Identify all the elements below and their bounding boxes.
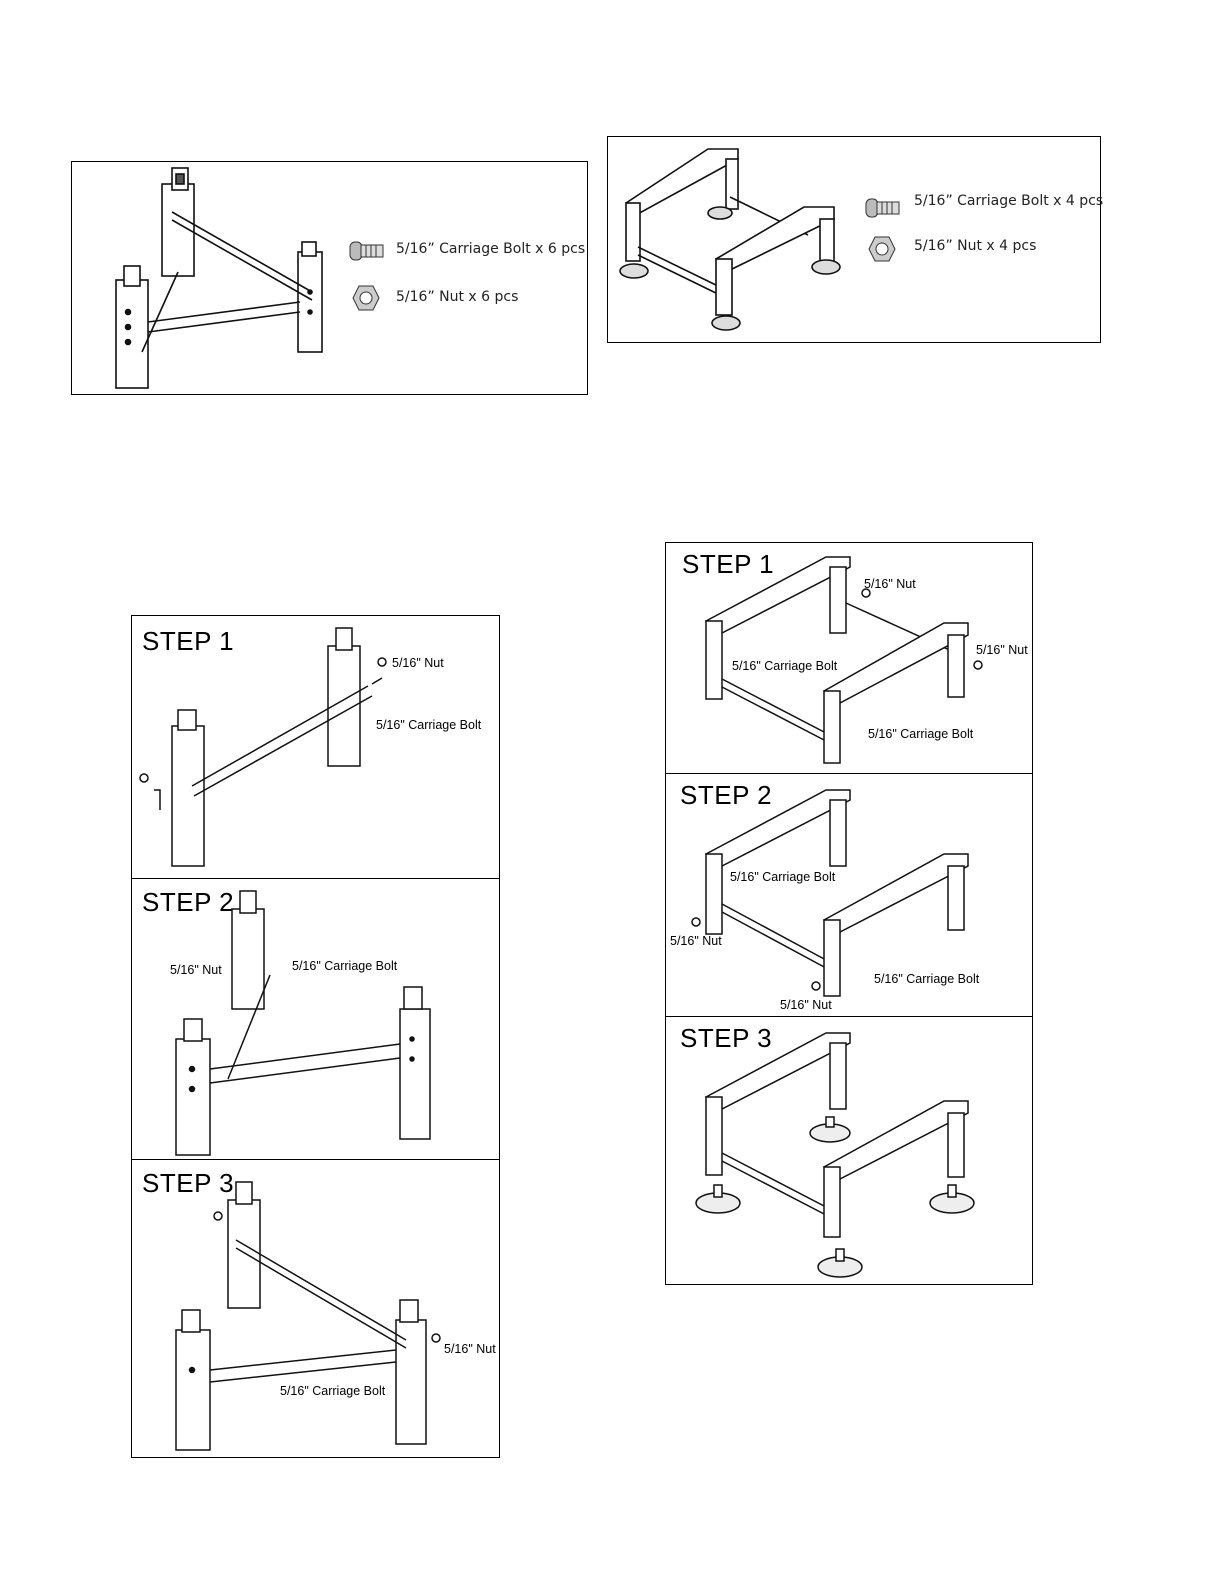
step-title: STEP 3 bbox=[142, 1168, 235, 1198]
bolt-count-label-rect: 5/16” Carriage Bolt x 4 pcs bbox=[914, 193, 1104, 209]
step-title: STEP 1 bbox=[682, 549, 775, 579]
nut-count-label-rect: 5/16” Nut x 4 pcs bbox=[914, 238, 1037, 254]
nut-callout: 5/16" Nut bbox=[444, 1342, 496, 1356]
parts-box-rect: 5/16” Carriage Bolt x 4 pcs 5/16” Nut x … bbox=[607, 136, 1104, 343]
bolt-callout: 5/16" Carriage Bolt bbox=[732, 659, 838, 673]
nut-callout: 5/16" Nut bbox=[670, 934, 722, 948]
rect-step-1: STEP 1 5/16" Nut 5/16" Nut 5/16" Carriag… bbox=[666, 543, 1032, 773]
step-title: STEP 2 bbox=[142, 887, 235, 917]
nut-callout: 5/16" Nut bbox=[170, 963, 222, 977]
triangle-step-1: STEP 1 5/16" Nut 5/16" Carriage Bolt bbox=[132, 616, 499, 878]
triangle-stand-illustration bbox=[115, 167, 323, 389]
rect-step-3: STEP 3 bbox=[666, 1016, 1032, 1284]
bolt-callout: 5/16" Carriage Bolt bbox=[292, 959, 398, 973]
triangle-steps-box: STEP 1 5/16" Nut 5/16" Carriage Bolt STE… bbox=[131, 615, 500, 1458]
carriage-bolt-icon bbox=[865, 198, 900, 218]
step-title: STEP 2 bbox=[680, 780, 773, 810]
parts-box-triangle: 5/16” Carriage Bolt x 6 pcs 5/16” Nut x … bbox=[71, 161, 588, 395]
nut-callout: 5/16" Nut bbox=[392, 656, 444, 670]
carriage-bolt-icon bbox=[349, 241, 384, 261]
triangle-step-3: STEP 3 5/16" Nut 5/16" Carriage Bolt bbox=[132, 1159, 499, 1457]
step-title: STEP 3 bbox=[680, 1023, 773, 1053]
step-title: STEP 1 bbox=[142, 626, 235, 656]
rect-step-2: STEP 2 5/16" Carriage Bolt 5/16" Nut 5/1… bbox=[666, 773, 1032, 1016]
nut-callout-2: 5/16" Nut bbox=[780, 998, 832, 1012]
hex-nut-icon bbox=[352, 285, 380, 311]
bolt-callout: 5/16" Carriage Bolt bbox=[376, 718, 482, 732]
rect-stand-illustration bbox=[619, 148, 841, 331]
bolt-callout: 5/16" Carriage Bolt bbox=[730, 870, 836, 884]
rect-steps-box: STEP 1 5/16" Nut 5/16" Nut 5/16" Carriag… bbox=[665, 542, 1033, 1285]
bolt-callout-2: 5/16" Carriage Bolt bbox=[874, 972, 980, 986]
triangle-step-2: STEP 2 5/16" Nut 5/16" Carriage Bolt bbox=[132, 878, 499, 1159]
hex-nut-icon bbox=[868, 236, 896, 262]
bolt-callout: 5/16" Carriage Bolt bbox=[280, 1384, 386, 1398]
nut-callout: 5/16" Nut bbox=[864, 577, 916, 591]
bolt-count-label: 5/16” Carriage Bolt x 6 pcs bbox=[396, 241, 586, 257]
nut-count-label: 5/16” Nut x 6 pcs bbox=[396, 289, 519, 305]
bolt-callout-2: 5/16" Carriage Bolt bbox=[868, 727, 974, 741]
nut-callout-2: 5/16" Nut bbox=[976, 643, 1028, 657]
